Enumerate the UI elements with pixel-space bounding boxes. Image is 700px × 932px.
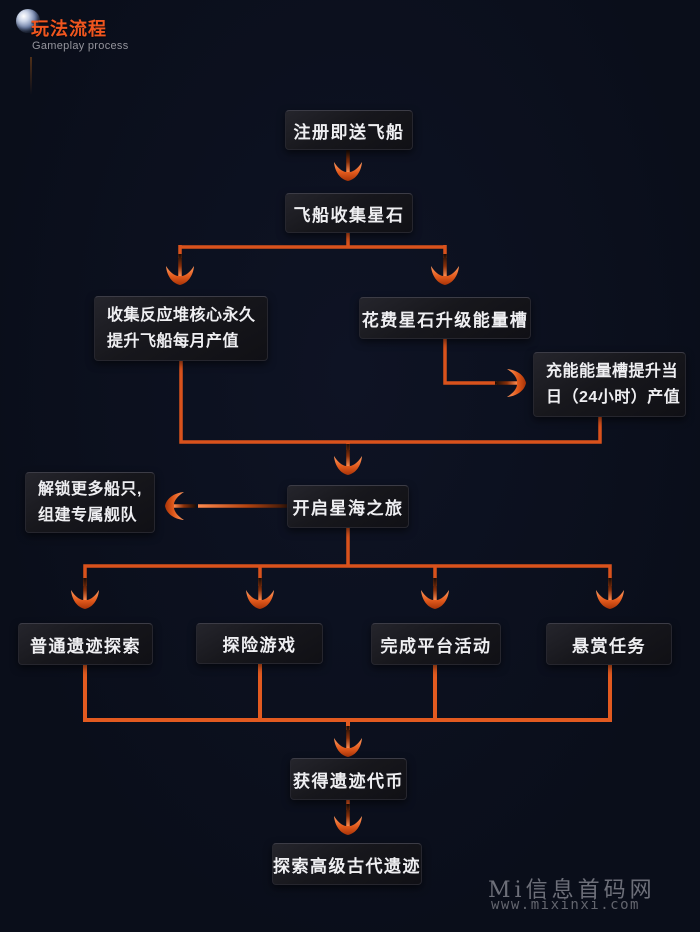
flow-node-charge-line2: 日（24小时）产值 <box>546 388 681 406</box>
arrow-right-icon <box>495 369 526 397</box>
watermark-text: Mi信息首码网 <box>488 878 656 903</box>
flow-node-ruins: 普通遗迹探索 <box>18 623 153 665</box>
wire-activities-merge <box>83 661 612 730</box>
flow-node-adventure: 探险游戏 <box>196 623 323 664</box>
arrow-down-icon <box>334 444 362 475</box>
arrow-down-icon <box>431 254 459 285</box>
flow-node-token: 获得遗迹代币 <box>290 758 407 800</box>
flow-node-reactor-line2: 提升飞船每月产值 <box>107 332 240 350</box>
arrow-down-icon <box>334 726 362 757</box>
arrow-down-icon <box>246 578 274 609</box>
arrow-down-icon <box>421 578 449 609</box>
page-subtitle: Gameplay process <box>32 40 129 52</box>
wire-journey-split <box>83 527 612 586</box>
flow-node-journey: 开启星海之旅 <box>287 485 409 528</box>
flow-node-explore: 探索高级古代遗迹 <box>272 843 422 885</box>
flow-node-reactor-line1: 收集反应堆核心永久 <box>107 306 256 324</box>
watermark-url: www.mixinxi.com <box>491 897 640 913</box>
arrow-down-icon <box>166 254 194 285</box>
flow-node-register: 注册即送飞船 <box>285 110 413 150</box>
flow-node-upgrade: 花费星石升级能量槽 <box>359 297 531 339</box>
arrow-down-icon <box>596 578 624 609</box>
arrow-left-icon <box>165 492 196 520</box>
arrow-down-icon <box>71 578 99 609</box>
flow-node-platform: 完成平台活动 <box>371 623 501 665</box>
wire-upgrade-to-charge <box>443 338 497 385</box>
flow-node-unlock-line1: 解锁更多船只, <box>38 480 142 498</box>
flow-node-collect: 飞船收集星石 <box>285 193 413 233</box>
flow-node-charge: 充能能量槽提升当 日（24小时）产值 <box>533 352 686 417</box>
flow-node-charge-line1: 充能能量槽提升当 <box>546 362 679 380</box>
header-divider <box>30 57 32 95</box>
flow-node-unlock-line2: 组建专属舰队 <box>38 506 138 524</box>
flow-node-bounty: 悬赏任务 <box>546 623 672 665</box>
planet-icon <box>16 9 40 33</box>
arrow-down-icon <box>334 804 362 835</box>
flow-node-reactor: 收集反应堆核心永久 提升飞船每月产值 <box>94 296 268 361</box>
wire-collect-split <box>178 232 447 258</box>
flow-node-unlock: 解锁更多船只, 组建专属舰队 <box>25 472 155 533</box>
arrow-down-icon <box>334 150 362 181</box>
page-title: 玩法流程 <box>31 19 107 39</box>
